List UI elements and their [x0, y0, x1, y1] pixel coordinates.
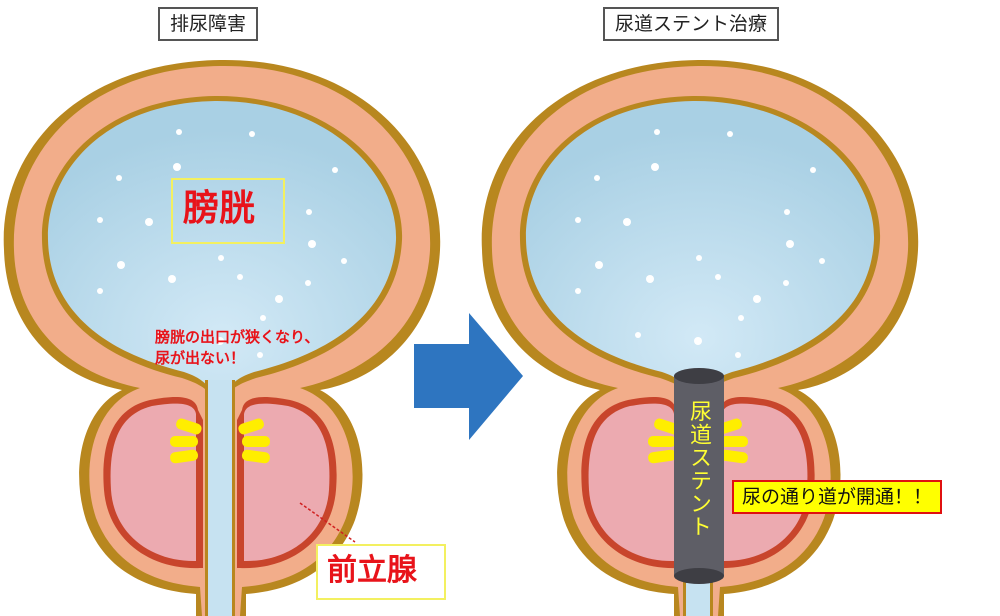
- urethral-stent: [674, 368, 724, 584]
- left-panel-title: 排尿障害: [158, 7, 259, 41]
- prostate-label-box: [316, 544, 446, 600]
- urine-flow-callout: 尿の通り道が開通！！: [732, 480, 943, 514]
- right-panel-title: 尿道ステント治療: [603, 7, 780, 41]
- stent-label: 尿道ステント: [686, 400, 711, 538]
- left-bladder-diagram: [3, 59, 441, 616]
- arrow-right-icon: [414, 313, 523, 440]
- obstruction-note-line1: 膀胱の出口が狭くなり、: [155, 328, 320, 346]
- bladder-label: 膀胱: [183, 188, 256, 229]
- pressure-marks-left: [170, 418, 270, 464]
- prostate-label: 前立腺: [327, 553, 417, 588]
- obstruction-note-line2: 尿が出ない！: [155, 349, 246, 367]
- bladder-label-box: [171, 178, 285, 244]
